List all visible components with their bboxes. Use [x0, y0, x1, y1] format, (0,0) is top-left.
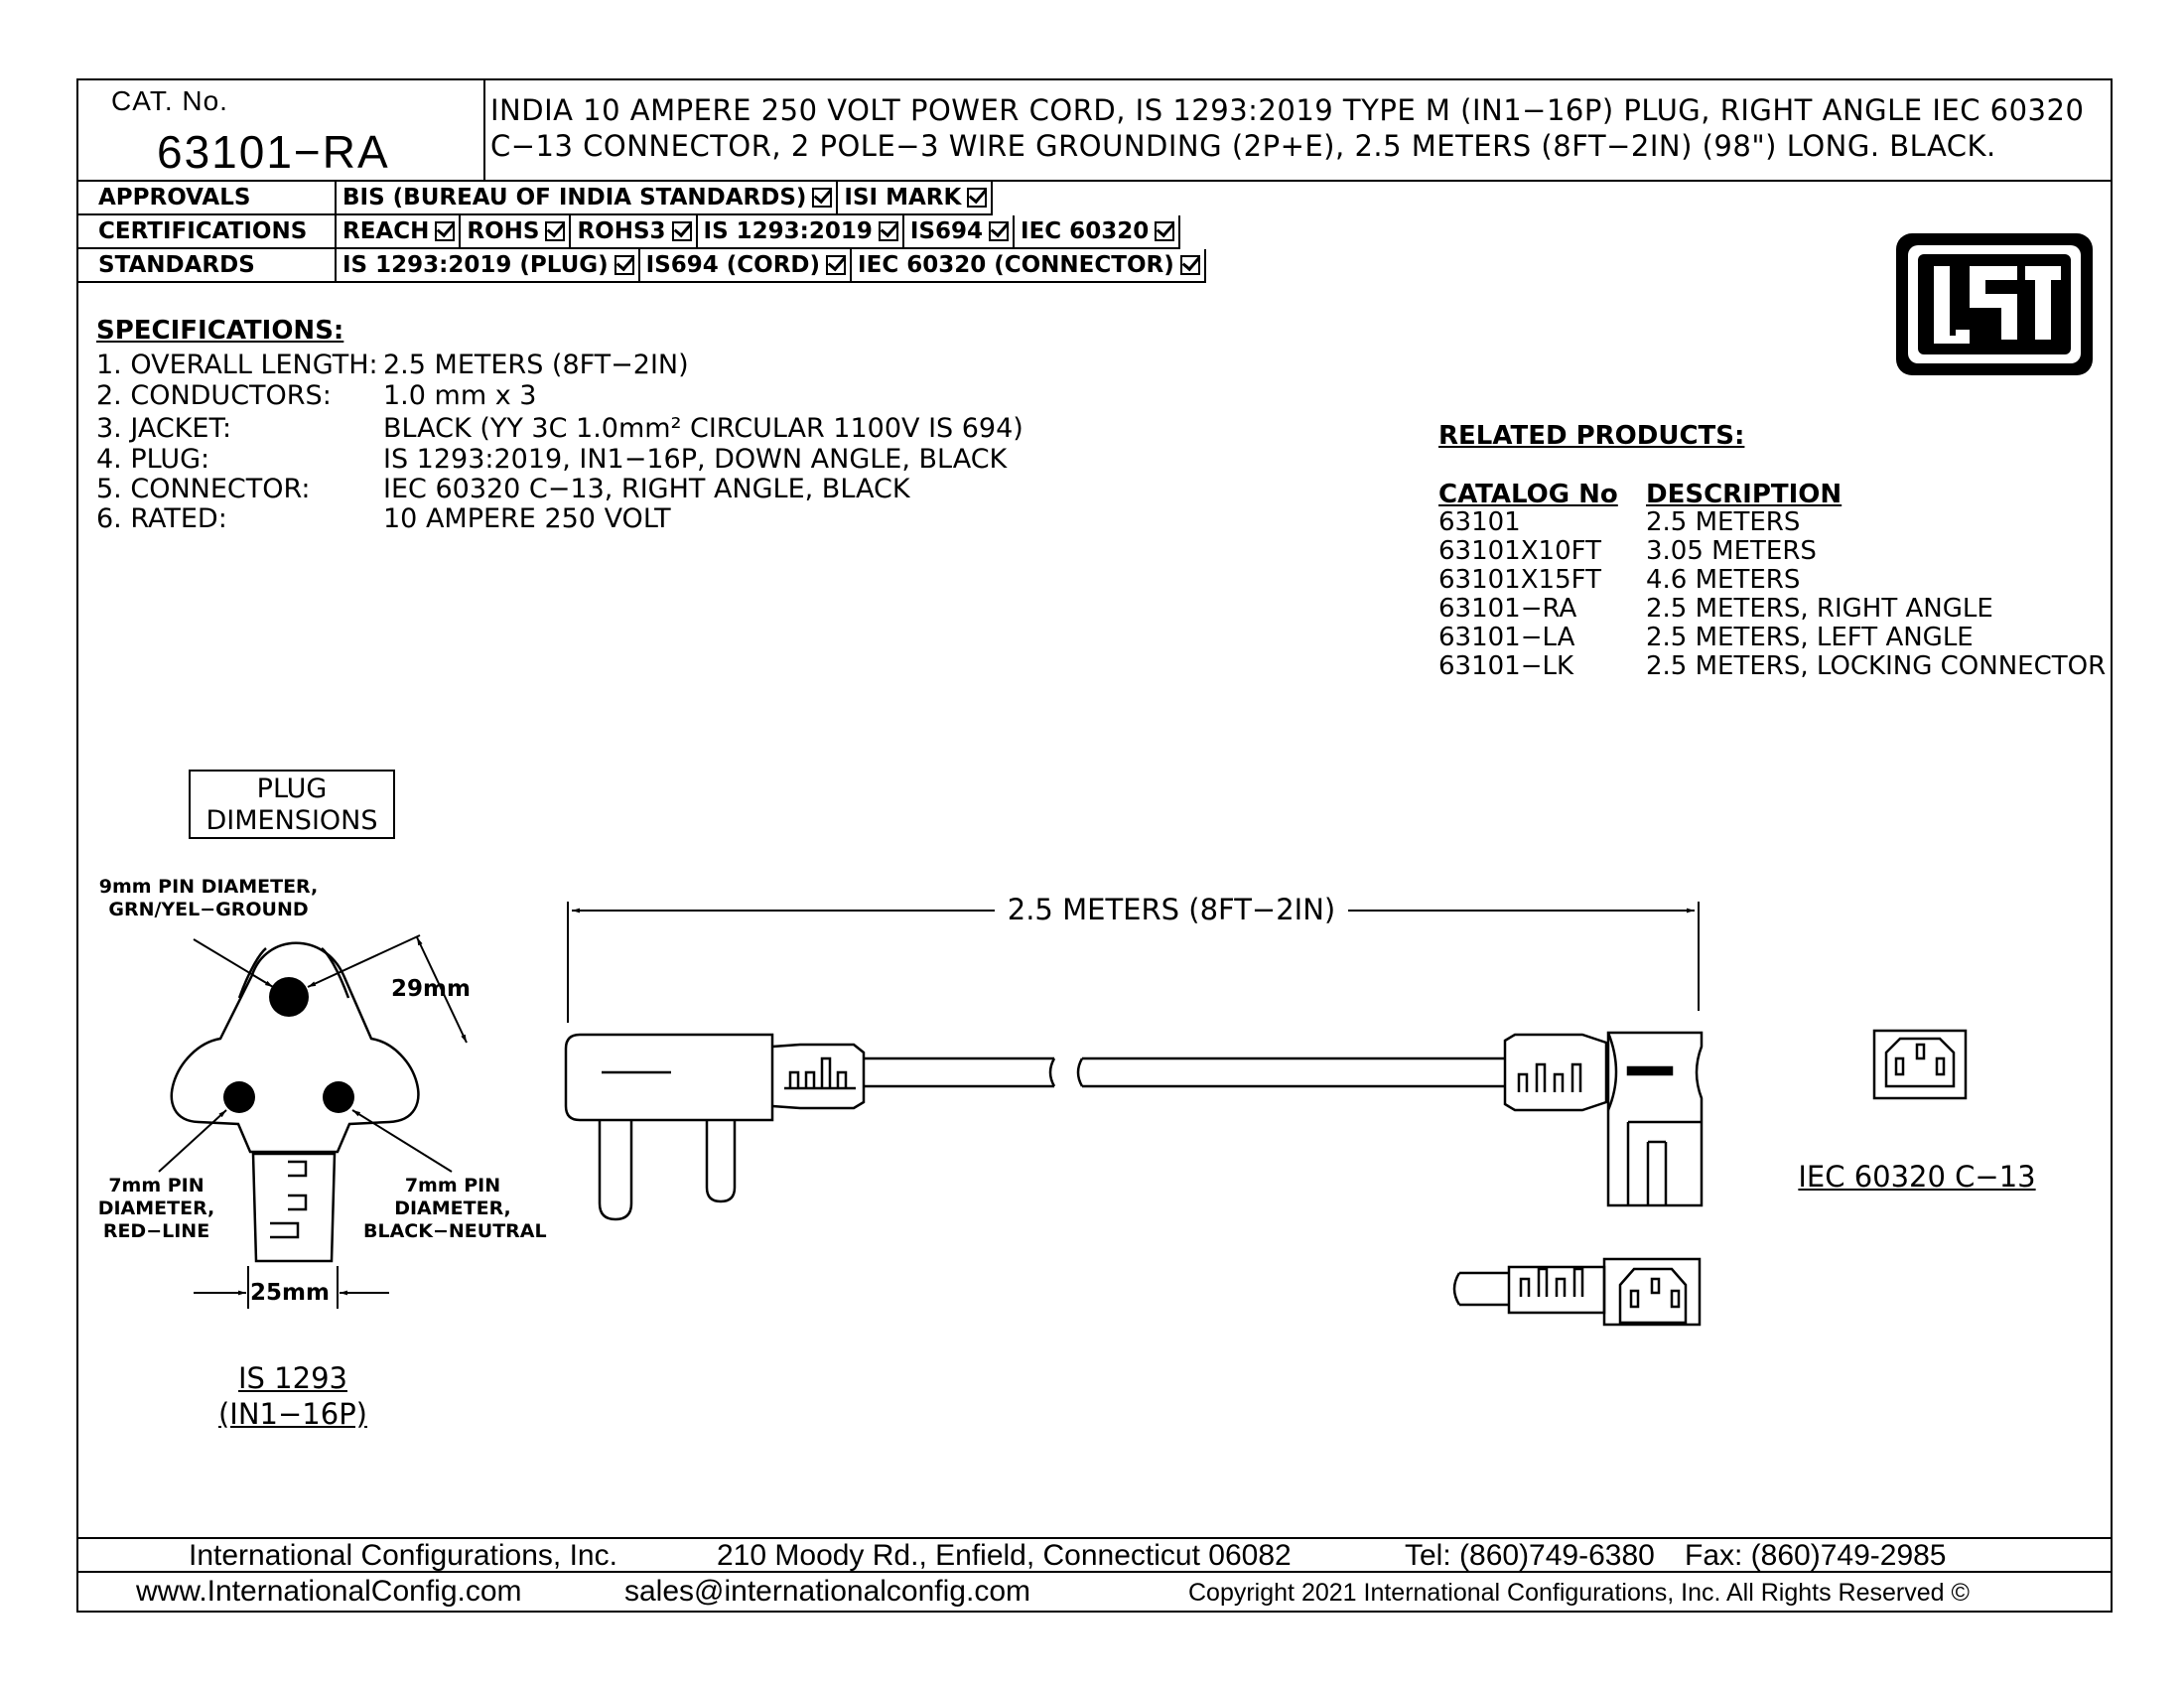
certification-item: IEC 60320	[1015, 215, 1178, 247]
line-pin-label: 7mm PIN DIAMETER, RED−LINE	[97, 1175, 215, 1242]
copyright-notice: Copyright 2021 International Configurati…	[1188, 1579, 1970, 1607]
plug-dimensions-box: PLUG DIMENSIONS	[189, 770, 395, 839]
height-dimension: 29mm	[391, 976, 471, 1002]
plug-dimensions-line2: DIMENSIONS	[205, 805, 378, 836]
connector-type-label: IEC 60320 C−13	[1798, 1160, 2036, 1194]
spec-label: 1. OVERALL LENGTH:	[96, 350, 378, 380]
spec-label: 3. JACKET:	[96, 413, 232, 444]
related-catalog: 63101−LA	[1438, 623, 1575, 652]
approvals-row: APPROVALS BIS (BUREAU OF INDIA STANDARDS…	[76, 182, 994, 215]
spec-value: 1.0 mm x 3	[383, 380, 537, 411]
spec-value: 10 AMPERE 250 VOLT	[383, 503, 671, 534]
plug-side-drawing	[564, 1033, 1505, 1221]
checkbox-icon	[826, 255, 847, 275]
spec-value: IEC 60320 C−13, RIGHT ANGLE, BLACK	[383, 474, 910, 504]
related-description: 2.5 METERS, RIGHT ANGLE	[1646, 594, 1993, 624]
spec-label: 4. PLUG:	[96, 444, 210, 475]
company-fax: Fax: (860)749-2985	[1685, 1539, 1947, 1572]
company-address: 210 Moody Rd., Enfield, Connecticut 0608…	[717, 1539, 1292, 1572]
approvals-label: APPROVALS	[78, 182, 337, 213]
checkbox-icon	[812, 188, 833, 208]
straight-connector-drawing	[1452, 1257, 1702, 1327]
company-name: International Configurations, Inc.	[189, 1539, 617, 1572]
standards-label: STANDARDS	[78, 249, 337, 281]
header-divider	[76, 180, 2113, 182]
footer-row-1: International Configurations, Inc. 210 M…	[76, 1537, 2113, 1573]
related-catalog: 63101X10FT	[1438, 536, 1601, 566]
plug-standard-label: IS 1293 (IN1−16P)	[217, 1361, 367, 1431]
standard-item: IEC 60320 (CONNECTOR)	[852, 249, 1204, 281]
certification-item: IS 1293:2019	[698, 215, 904, 247]
right-angle-connector-drawing	[1503, 1031, 1704, 1207]
width-dimension: 25mm	[250, 1280, 330, 1306]
spec-label: 2. CONDUCTORS:	[96, 380, 332, 411]
catalog-label: CAT. No.	[111, 85, 228, 116]
line-pin	[223, 1081, 255, 1113]
certification-item: ROHS	[461, 215, 572, 247]
spec-value: IS 1293:2019, IN1−16P, DOWN ANGLE, BLACK	[383, 444, 1008, 475]
plug-face-drawing	[170, 941, 420, 1263]
product-title: INDIA 10 AMPERE 250 VOLT POWER CORD, IS …	[490, 93, 2085, 163]
checkbox-icon	[545, 221, 566, 241]
ground-pin-label: 9mm PIN DIAMETER, GRN/YEL−GROUND	[98, 876, 319, 920]
certifications-row: CERTIFICATIONS REACH ROHS ROHS3 IS 1293:…	[76, 215, 1181, 249]
checkbox-icon	[1155, 221, 1175, 241]
iec-c13-face-drawing	[1872, 1029, 1968, 1100]
neutral-pin	[323, 1081, 354, 1113]
approval-item: ISI MARK	[838, 182, 991, 213]
related-catalog: 63101	[1438, 507, 1521, 537]
related-catalog: 63101−LK	[1438, 651, 1574, 681]
checkbox-icon	[967, 188, 988, 208]
related-catalog: 63101−RA	[1438, 594, 1577, 624]
spec-label: 5. CONNECTOR:	[96, 474, 311, 504]
checkbox-icon	[671, 221, 692, 241]
approval-item: BIS (BUREAU OF INDIA STANDARDS)	[337, 182, 839, 213]
company-website[interactable]: www.InternationalConfig.com	[136, 1575, 522, 1608]
certification-item: REACH	[337, 215, 462, 247]
related-description: 3.05 METERS	[1646, 536, 1817, 566]
related-col-catalog: CATALOG No	[1438, 480, 1618, 509]
drawing-frame	[76, 78, 2113, 1613]
related-description: 2.5 METERS, LEFT ANGLE	[1646, 623, 1974, 652]
standard-item: IS 1293:2019 (PLUG)	[337, 249, 640, 281]
neutral-pin-label: 7mm PIN DIAMETER, BLACK−NEUTRAL	[363, 1175, 547, 1242]
checkbox-icon	[989, 221, 1010, 241]
certifications-label: CERTIFICATIONS	[78, 215, 337, 247]
spec-value: BLACK (YY 3C 1.0mm² CIRCULAR 1100V IS 69…	[383, 413, 1024, 444]
specifications-heading: SPECIFICATIONS:	[96, 316, 344, 346]
related-catalog: 63101X15FT	[1438, 565, 1601, 595]
standards-row: STANDARDS IS 1293:2019 (PLUG) IS694 (COR…	[76, 249, 1206, 283]
plug-leader-lines	[158, 934, 468, 1309]
standard-item: IS694 (CORD)	[640, 249, 853, 281]
company-phone: Tel: (860)749-6380	[1405, 1539, 1655, 1572]
ground-pin	[269, 977, 309, 1017]
footer-row-2: www.InternationalConfig.com sales@intern…	[76, 1573, 2113, 1613]
certification-item: IS694	[904, 215, 1016, 247]
related-description: 2.5 METERS	[1646, 507, 1801, 537]
spec-label: 6. RATED:	[96, 503, 227, 534]
related-products-heading: RELATED PRODUCTS:	[1438, 421, 1745, 451]
related-description: 2.5 METERS, LOCKING CONNECTOR	[1646, 651, 2107, 681]
checkbox-icon	[435, 221, 456, 241]
length-dimension-line	[567, 902, 1700, 1023]
catalog-number: 63101−RA	[157, 126, 390, 178]
spec-value: 2.5 METERS (8FT−2IN)	[383, 350, 689, 380]
certification-item: ROHS3	[571, 215, 698, 247]
company-email[interactable]: sales@internationalconfig.com	[624, 1575, 1030, 1608]
checkbox-icon	[1179, 255, 1200, 275]
cord-length-dimension: 2.5 METERS (8FT−2IN)	[1007, 893, 1336, 926]
plug-dimensions-line1: PLUG	[256, 774, 328, 804]
checkbox-icon	[614, 255, 634, 275]
checkbox-icon	[878, 221, 898, 241]
catalog-box	[76, 78, 485, 182]
isi-mark-logo	[1896, 233, 2093, 375]
related-col-description: DESCRIPTION	[1646, 480, 1843, 509]
related-description: 4.6 METERS	[1646, 565, 1801, 595]
